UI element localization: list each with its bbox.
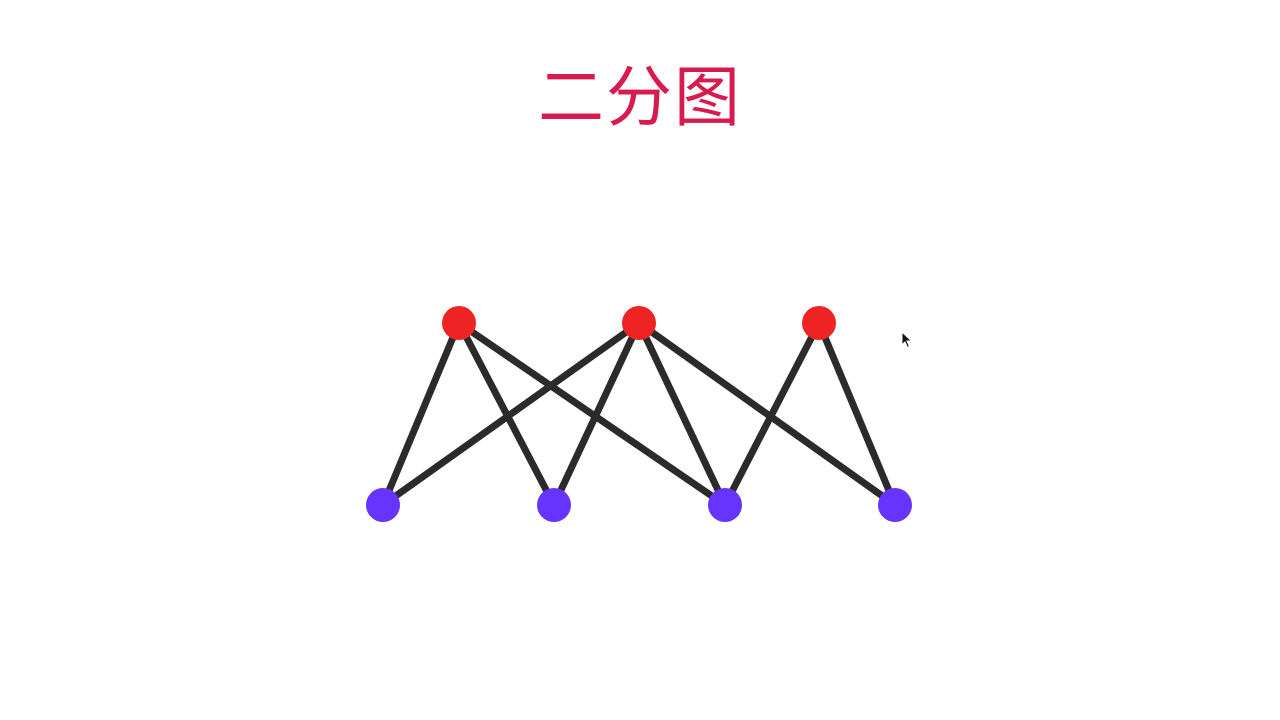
edge-t2-b1 — [379, 319, 643, 509]
mouse-pointer-icon — [901, 331, 913, 349]
edge-t2-b4 — [635, 319, 899, 509]
nodes — [366, 306, 912, 522]
edges — [379, 319, 899, 509]
node-t2 — [622, 306, 656, 340]
edge-t3-b4 — [815, 319, 899, 509]
edge-t1-b3 — [455, 319, 729, 509]
node-b1 — [366, 488, 400, 522]
node-t3 — [802, 306, 836, 340]
edge-t1-b1 — [379, 319, 463, 509]
diagram-title: 二分图 — [538, 59, 742, 136]
edge-t2-b2 — [550, 319, 643, 509]
node-b3 — [708, 488, 742, 522]
edge-t2-b3 — [635, 319, 729, 509]
node-t1 — [442, 306, 476, 340]
edge-t3-b3 — [721, 319, 823, 509]
node-b2 — [537, 488, 571, 522]
node-b4 — [878, 488, 912, 522]
